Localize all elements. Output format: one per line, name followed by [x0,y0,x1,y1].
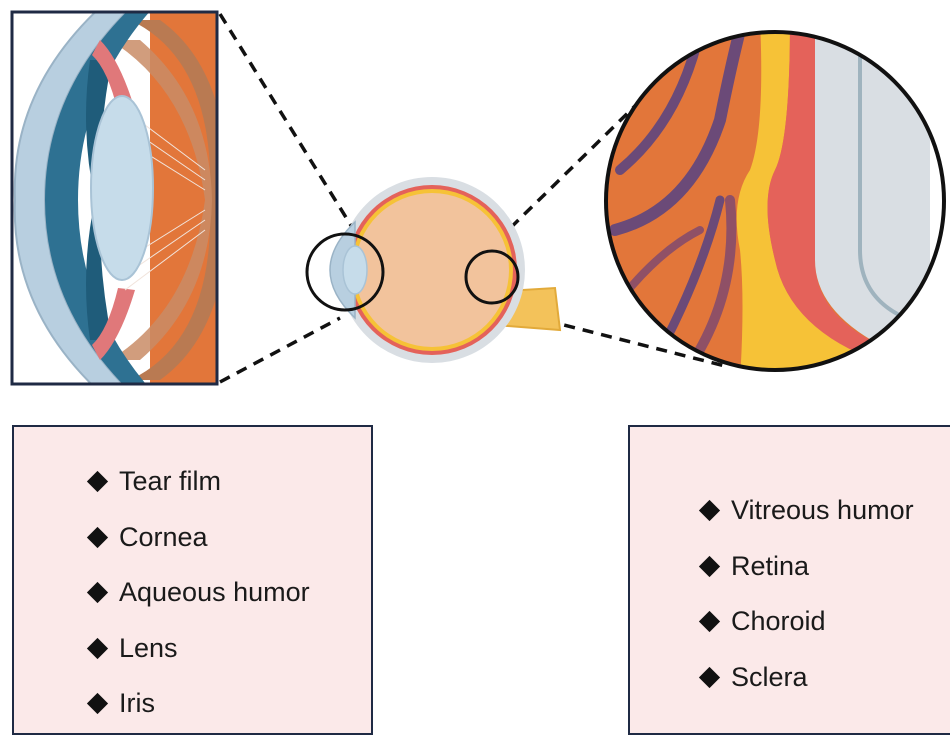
diamond-bullet-icon [699,556,720,577]
connector-left-top [220,14,360,240]
legend-label: Iris [119,688,155,719]
posterior-structures-legend: Vitreous humor Retina Choroid Sclera [628,425,950,735]
anterior-structures-list: Tear film Cornea Aqueous humor Lens Iris [84,454,310,732]
legend-label: Vitreous humor [731,495,914,526]
legend-item-choroid: Choroid [696,594,914,650]
diamond-bullet-icon [699,667,720,688]
legend-item-sclera: Sclera [696,650,914,706]
legend-item-aqueous-humor: Aqueous humor [84,565,310,621]
anterior-structures-legend: Tear film Cornea Aqueous humor Lens Iris [12,425,373,735]
diamond-bullet-icon [87,471,108,492]
diamond-bullet-icon [699,611,720,632]
inset-lens [91,96,153,280]
diamond-bullet-icon [87,527,108,548]
eye-vitreous [355,193,509,347]
eye-lens [343,246,367,294]
legend-item-tear-film: Tear film [84,454,310,510]
legend-item-retina: Retina [696,539,914,595]
legend-label: Cornea [119,522,208,553]
anterior-segment-inset [12,0,230,410]
diamond-bullet-icon [87,582,108,603]
legend-label: Retina [731,551,809,582]
legend-label: Tear film [119,466,221,497]
legend-item-iris: Iris [84,676,310,732]
legend-item-vitreous-humor: Vitreous humor [696,483,914,539]
legend-item-cornea: Cornea [84,510,310,566]
connector-left-bottom [220,318,340,382]
posterior-structures-list: Vitreous humor Retina Choroid Sclera [696,483,914,705]
legend-label: Lens [119,633,178,664]
legend-label: Aqueous humor [119,577,310,608]
legend-item-lens: Lens [84,621,310,677]
diamond-bullet-icon [699,500,720,521]
diamond-bullet-icon [87,638,108,659]
diamond-bullet-icon [87,693,108,714]
legend-label: Sclera [731,662,808,693]
posterior-segment-inset [606,20,950,380]
legend-label: Choroid [731,606,826,637]
whole-eye [307,177,560,363]
